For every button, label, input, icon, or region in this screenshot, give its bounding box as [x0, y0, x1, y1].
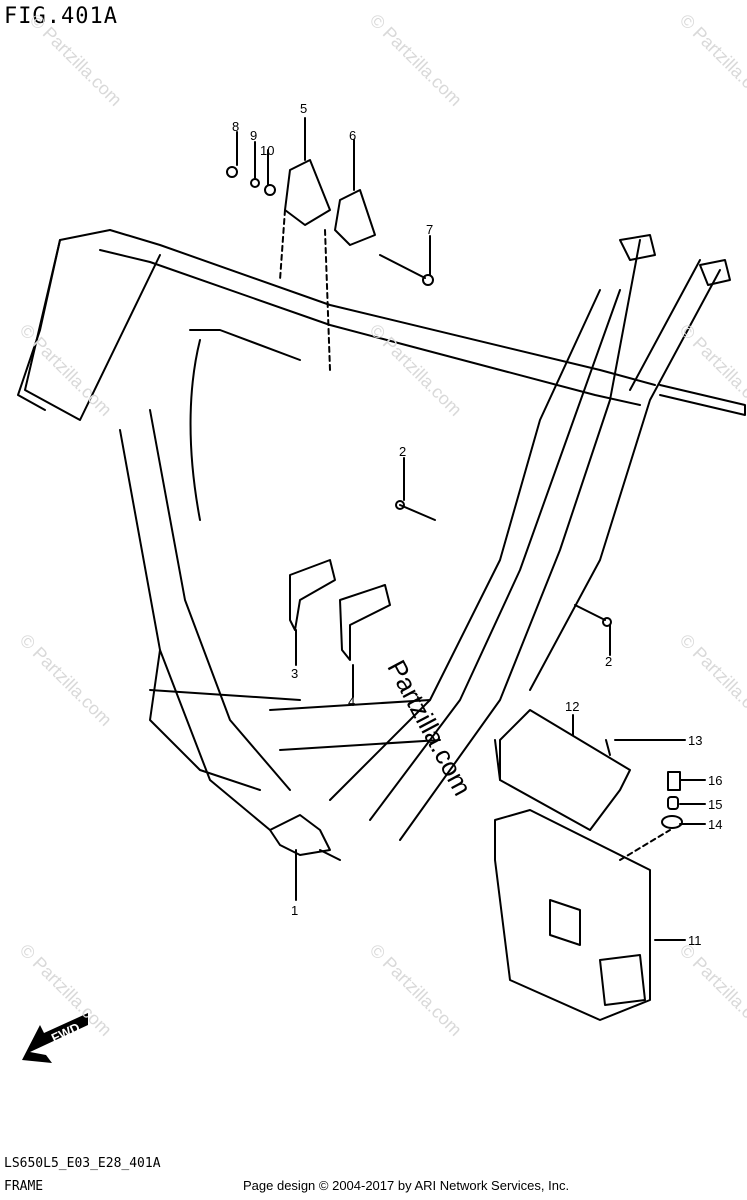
bracket-4 [339, 584, 391, 661]
screw-13 [605, 739, 611, 756]
bolt-2-lower [574, 604, 606, 621]
callout-14: 14 [708, 817, 722, 832]
battery-box-11 [494, 809, 651, 1021]
callout-10: 10 [260, 143, 274, 158]
footer-credit: Page design © 2004-2017 by ARI Network S… [243, 1178, 570, 1193]
frame-pivot [269, 814, 331, 856]
frame-rear-right [399, 239, 641, 841]
callout-11: 11 [688, 933, 702, 948]
frame-top-tube [109, 229, 656, 386]
bolt-2-upper [399, 504, 436, 521]
bolt-16 [667, 771, 681, 791]
nut-8 [226, 166, 238, 178]
callout-12: 12 [565, 699, 579, 714]
bolt-7 [379, 254, 426, 279]
washer-10 [264, 184, 276, 196]
footer-figure-code: LS650L5_E03_E28_401A [4, 1156, 161, 1171]
figure-title: FIG.401A [4, 4, 118, 29]
callout-7: 7 [426, 222, 433, 237]
callout-13: 13 [688, 733, 702, 748]
washer-9 [250, 178, 260, 188]
callout-3: 3 [291, 666, 298, 681]
grommet-14 [661, 815, 683, 829]
frame-down-tube [119, 429, 271, 831]
callout-6: 6 [349, 128, 356, 143]
callout-2-lower: 2 [605, 654, 612, 669]
plate-5 [284, 159, 331, 226]
callout-9: 9 [250, 128, 257, 143]
callout-15: 15 [708, 797, 722, 812]
callout-8: 8 [232, 119, 239, 134]
fwd-arrow: FWD [22, 1013, 88, 1063]
plate-6 [334, 189, 376, 246]
fwd-label: FWD [49, 1020, 82, 1046]
callout-1: 1 [291, 903, 298, 918]
spacer-15 [667, 796, 679, 810]
footer-section-name: FRAME [4, 1179, 44, 1194]
callout-2-upper: 2 [399, 444, 406, 459]
callout-16: 16 [708, 773, 722, 788]
axle-bar [659, 384, 746, 416]
bracket-3 [289, 559, 336, 631]
frame-head [24, 229, 161, 421]
frame-rear-left [329, 289, 601, 801]
callout-4: 4 [348, 694, 355, 709]
callout-5: 5 [300, 101, 307, 116]
